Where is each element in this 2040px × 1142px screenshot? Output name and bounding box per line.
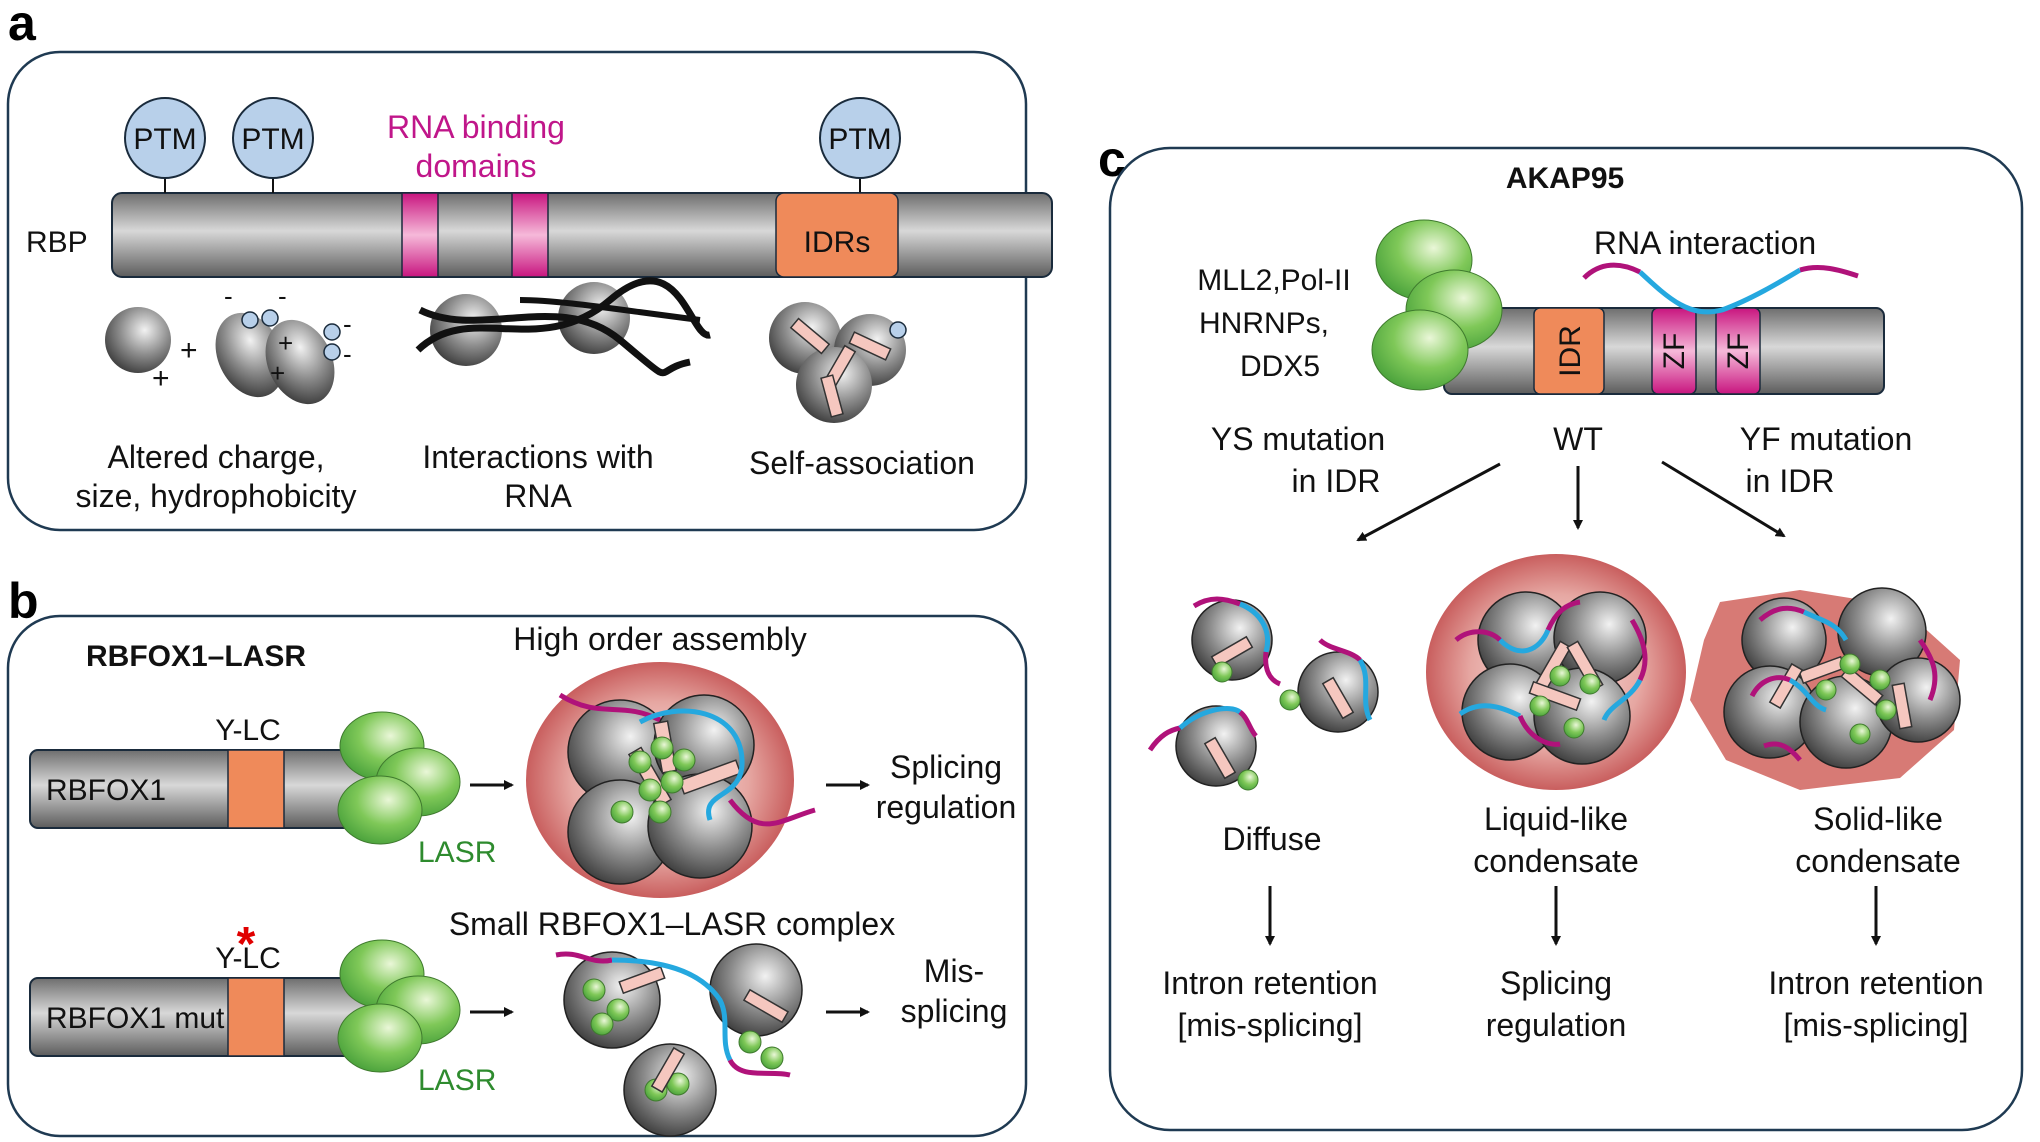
panel-b: b RBFOX1–LASR High order assembly Y-LC R… [6,573,1028,1138]
partners-label-2: HNRNPs, [1199,307,1329,340]
liquid-condensate-icon [1426,554,1686,790]
svg-text:+: + [152,362,170,395]
ptm-circle-1 [124,97,206,179]
akap95-idr-region [1533,307,1605,395]
panel-c-title: AKAP95 [1506,162,1624,195]
panel-b-title: RBFOX1–LASR [86,640,306,673]
lasr-bottom-label: LASR [418,1064,496,1097]
svg-text:-: - [224,281,233,311]
akap95-zf2-label: ZF [1722,333,1755,370]
rna-binding-domain-2 [511,192,549,278]
wt-label: WT [1553,421,1603,457]
ys-mutation-label-1: YS mutation [1211,421,1385,457]
panel-a: a RBP PTM PTM PTM RNA binding domains ID… [6,0,1053,532]
ptm-circle-2 [232,97,314,179]
arrow-to-solid [1661,460,1786,538]
svg-text:-: - [278,281,287,311]
svg-text:-: - [343,309,352,339]
svg-text:+: + [278,328,293,358]
lasr-bottom-icon [337,939,461,1073]
akap95-rna-strand-blue [1638,267,1802,315]
outcome-3-label-1: Intron retention [1768,965,1983,1001]
diffuse-state-icon [1147,596,1379,791]
rna-binding-domain-1 [401,192,439,278]
rbfox1-label: RBFOX1 [46,774,166,807]
rna-interaction-icon [415,277,711,377]
solid-label-1: Solid-like [1813,801,1943,837]
diffuse-label: Diffuse [1222,821,1321,857]
akap95-idr-label: IDR [1554,325,1587,377]
rna-interaction-label: RNA interaction [1594,225,1816,261]
high-order-assembly-icon [526,662,816,898]
outcome-2-label-2: regulation [1486,1007,1627,1043]
idr-label: IDRs [804,226,871,259]
self-association-icon [769,302,907,423]
charge-caption-2: size, hydrophobicity [75,478,356,514]
liquid-label-1: Liquid-like [1484,801,1628,837]
akap95-rna-strand [1582,262,1642,280]
outcome-1-label-1: Intron retention [1162,965,1377,1001]
ylc-top-label: Y-LC [215,714,281,747]
high-order-assembly-label: High order assembly [513,621,806,657]
lasr-top-icon [337,711,461,845]
rbfox1-mut-label: RBFOX1 mut [46,1002,225,1035]
solid-condensate-icon [1690,587,1961,790]
splicing-regulation-label-2: regulation [876,789,1017,825]
yf-mutation-label-2: in IDR [1746,463,1835,499]
svg-text:-: - [343,339,352,369]
small-complex-label: Small RBFOX1–LASR complex [449,906,895,942]
yf-mutation-label-1: YF mutation [1740,421,1913,457]
akap95-rna-strand-end [1799,265,1859,279]
rna-binding-title-1: RNA binding [387,109,565,145]
partners-label-1: MLL2,Pol-II [1197,264,1350,297]
outcome-3-label-2: [mis-splicing] [1784,1007,1969,1043]
panel-a-letter: a [8,0,37,51]
missplicing-label-1: Mis- [924,953,984,989]
svg-text:+: + [180,334,198,367]
akap95-zf1-region [1651,307,1697,395]
small-complex-icon [555,943,803,1137]
rna-binding-title-2: domains [416,148,537,184]
lasr-top-label: LASR [418,836,496,869]
liquid-label-2: condensate [1473,843,1638,879]
charged-protein-icon: + + - - - - + + [105,281,352,405]
ylc-bottom-label: Y-LC [215,942,281,975]
akap95-zf2-region [1715,307,1761,395]
ptm-label-2: PTM [241,123,304,156]
idr-region [775,192,899,278]
missplicing-label-2: splicing [901,993,1008,1029]
rbp-bar [111,192,1053,278]
arrow-to-diffuse [1356,462,1501,542]
ylc-top-region [227,749,285,829]
ptm-label-3: PTM [828,123,891,156]
panel-c: c AKAP95 MLL2,Pol-II HNRNPs, DDX5 RNA in… [1098,131,2024,1132]
ys-mutation-label-2: in IDR [1292,463,1381,499]
akap95-zf1-label: ZF [1658,333,1691,370]
partners-icon [1371,219,1503,391]
rna-interaction-caption-2: RNA [504,478,572,514]
charge-caption-1: Altered charge, [107,439,324,475]
panel-b-frame [6,614,1028,1138]
ptm-circle-3 [819,97,901,179]
rbp-label: RBP [26,226,88,259]
outcome-1-label-2: [mis-splicing] [1178,1007,1363,1043]
partners-label-3: DDX5 [1240,350,1320,383]
rna-interaction-caption-1: Interactions with [422,439,653,475]
ylc-bottom-region [227,977,285,1057]
self-association-caption: Self-association [749,445,975,481]
ptm-label-1: PTM [133,123,196,156]
splicing-regulation-label-1: Splicing [890,749,1002,785]
svg-text:+: + [270,358,285,388]
panel-b-letter: b [8,573,39,629]
solid-label-2: condensate [1795,843,1960,879]
mutation-star: * [237,918,256,971]
outcome-2-label-1: Splicing [1500,965,1612,1001]
